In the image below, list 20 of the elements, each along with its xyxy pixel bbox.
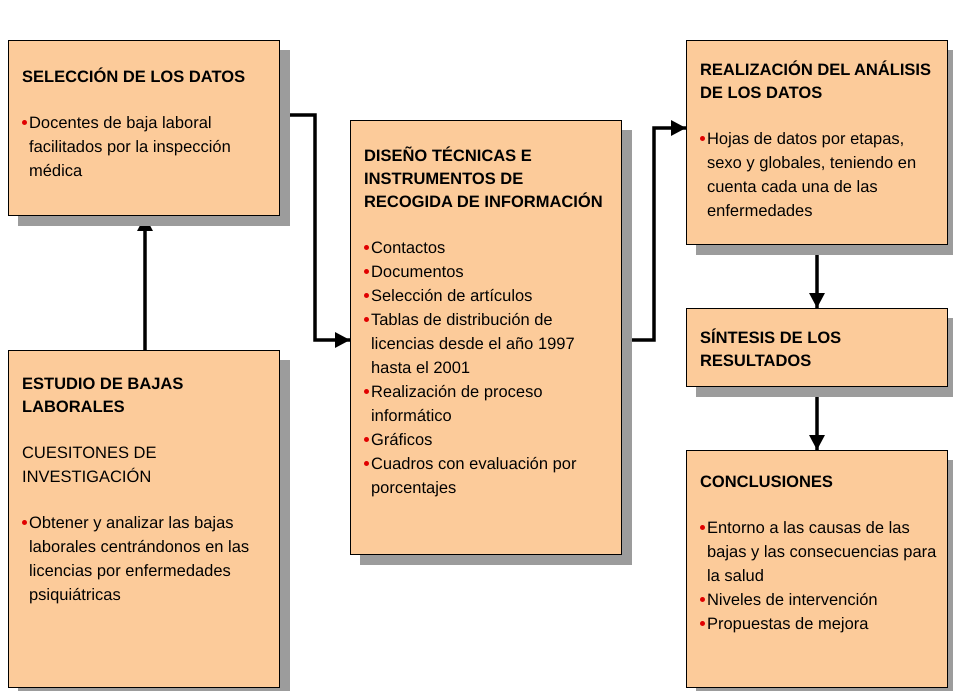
bullet-item: Obtener y analizar las bajas laborales centrándonos en las licencias por enfermedades psiquiátricas <box>22 511 273 607</box>
box-heading: REALIZACIÓN DEL ANÁLISIS DE LOS DATOS <box>700 59 932 104</box>
box-heading: CONCLUSIONES <box>700 472 834 493</box>
box-heading: DISEÑO TÉCNICAS E INSTRUMENTOS DE RECOGIDA DE INFORMACIÓN <box>364 145 604 213</box>
box-subheading: CUESITONES DE INVESTIGACIÓN <box>22 443 158 488</box>
box-heading: SÍNTESIS DE LOS RESULTADOS <box>700 327 842 372</box>
bullet-item: Tablas de distribución de licencias desde el año 1997 hasta el 2001 <box>364 308 615 380</box>
bullet-item: Propuestas de mejora <box>700 612 941 636</box>
bullet-item: Gráficos <box>364 428 615 452</box>
bullet-item: Niveles de intervención <box>700 588 941 612</box>
bullet-item: Selección de artículos <box>364 284 615 308</box>
bullet-item: Documentos <box>364 260 615 284</box>
bullet-item: Realización de proceso informático <box>364 380 615 428</box>
bullet-item: Hojas de datos por etapas, sexo y globales, teniendo en cuenta cada una de las enfermedades <box>700 127 941 223</box>
bullet-item: Contactos <box>364 236 615 260</box>
bullet-item: Docentes de baja laboral facilitados por la inspección médica <box>22 111 273 183</box>
bullet-item: Cuadros con evaluación por porcentajes <box>364 452 615 500</box>
box-heading: SELECCIÓN DE LOS DATOS <box>22 66 246 88</box>
bullet-item: Entorno a las causas de las bajas y las consecuencias para la salud <box>700 516 941 588</box>
box-heading: ESTUDIO DE BAJAS LABORALES <box>22 374 184 418</box>
